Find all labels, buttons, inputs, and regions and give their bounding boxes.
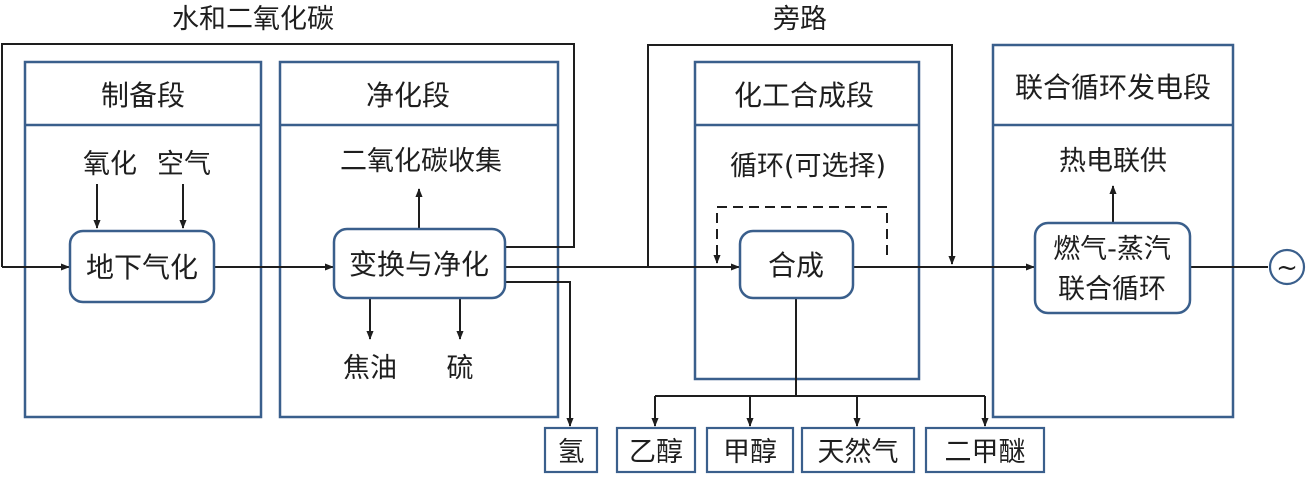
product-methanol-label: 甲醇: [723, 437, 777, 468]
product-ethanol: 乙醇: [615, 426, 697, 474]
purify-title: 净化段: [366, 79, 450, 112]
product-dme-label: 二甲醚: [945, 437, 1026, 468]
bypass-label: 旁路: [773, 4, 827, 35]
loop-label: 循环(可选择): [730, 151, 886, 182]
chp-label: 热电联供: [1059, 146, 1167, 177]
sulfur-label: 硫: [447, 353, 474, 384]
tar-label: 焦油: [343, 353, 397, 384]
recycle-loop-line: [1, 43, 575, 267]
power-title: 联合循环发电段: [1015, 71, 1211, 104]
product-ethanol-label: 乙醇: [629, 437, 683, 468]
shift-purify-label: 变换与净化: [349, 248, 489, 281]
water-co2-label: 水和二氧化碳: [172, 4, 334, 35]
product-hydrogen-label: 氢: [558, 437, 585, 468]
air-label: 空气: [157, 149, 211, 180]
product-natural-gas-label: 天然气: [818, 437, 899, 468]
gasification-label: 地下气化: [86, 251, 198, 284]
synthesis-box: 合成: [738, 229, 855, 300]
product-natural-gas: 天然气: [800, 426, 916, 474]
hydrogen-line: [505, 281, 574, 427]
gasification-box: 地下气化: [68, 229, 216, 304]
synthesis-label: 合成: [768, 249, 824, 282]
combined-cycle-box: 燃气-蒸汽 联合循环: [1033, 221, 1192, 315]
generator-symbol: ~: [1276, 253, 1298, 283]
generator-icon: ~: [1268, 248, 1306, 286]
prep-title: 制备段: [101, 79, 185, 112]
combined-cycle-label-1: 燃气-蒸汽: [1053, 234, 1171, 265]
oxidant-label: 氧化: [83, 149, 137, 180]
product-hydrogen: 氢: [543, 426, 599, 474]
bypass-line: [647, 44, 956, 267]
chem-title: 化工合成段: [734, 79, 874, 112]
synthesis-recycle-dashed: [713, 206, 888, 264]
section-chem: [693, 60, 921, 381]
co2-capture-label: 二氧化碳收集: [340, 146, 502, 177]
product-dme: 二甲醚: [924, 426, 1046, 474]
combined-cycle-label-2: 联合循环: [1058, 274, 1166, 305]
shift-purify-box: 变换与净化: [332, 227, 507, 300]
product-methanol: 甲醇: [705, 426, 795, 474]
